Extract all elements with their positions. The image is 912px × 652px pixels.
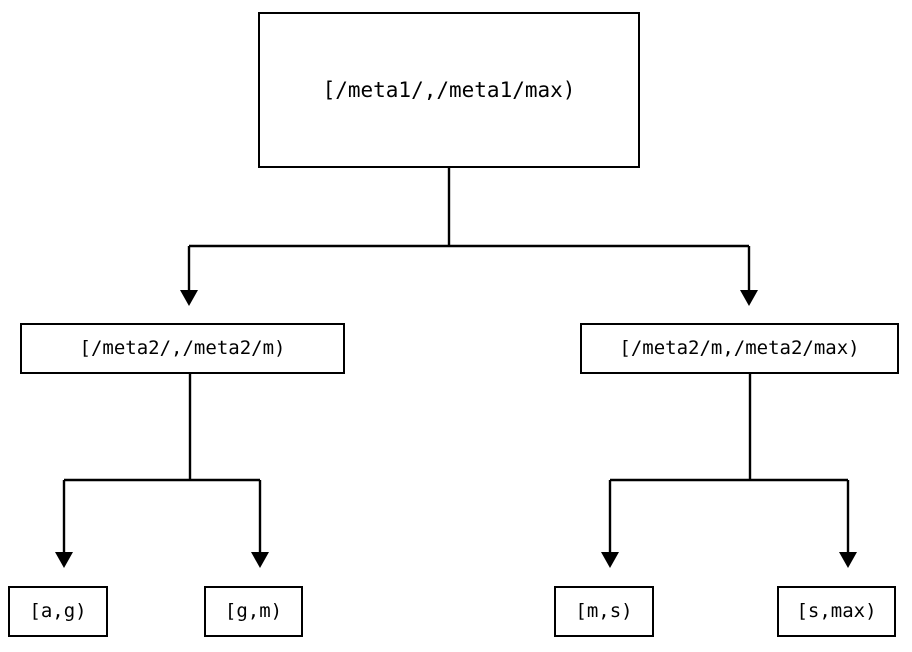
- arrowhead-to-leaf-g-m: [251, 552, 269, 568]
- arrowhead-to-leaf-a-g: [55, 552, 73, 568]
- arrowhead-to-mid-right: [740, 290, 758, 306]
- tree-leaf-g-m-label: [g,m): [224, 600, 283, 622]
- tree-node-meta2-lower[interactable]: [/meta2/,/meta2/m): [20, 323, 345, 374]
- tree-node-meta2-upper-label: [/meta2/m,/meta2/max): [619, 337, 860, 359]
- tree-leaf-m-s[interactable]: [m,s): [554, 586, 654, 637]
- arrowhead-to-leaf-s-max: [839, 552, 857, 568]
- arrowhead-to-leaf-m-s: [601, 552, 619, 568]
- tree-leaf-a-g-label: [a,g): [29, 600, 87, 622]
- tree-node-root-label: [/meta1/,/meta1/max): [322, 77, 576, 102]
- tree-leaf-a-g[interactable]: [a,g): [8, 586, 108, 637]
- tree-leaf-s-max[interactable]: [s,max): [777, 586, 896, 637]
- tree-node-meta2-lower-label: [/meta2/,/meta2/m): [79, 337, 286, 359]
- tree-leaf-g-m[interactable]: [g,m): [204, 586, 303, 637]
- tree-node-meta2-upper[interactable]: [/meta2/m,/meta2/max): [580, 323, 899, 374]
- arrowhead-to-mid-left: [180, 290, 198, 306]
- tree-leaf-s-max-label: [s,max): [796, 600, 877, 622]
- tree-node-root[interactable]: [/meta1/,/meta1/max): [258, 12, 640, 168]
- tree-leaf-m-s-label: [m,s): [575, 600, 633, 622]
